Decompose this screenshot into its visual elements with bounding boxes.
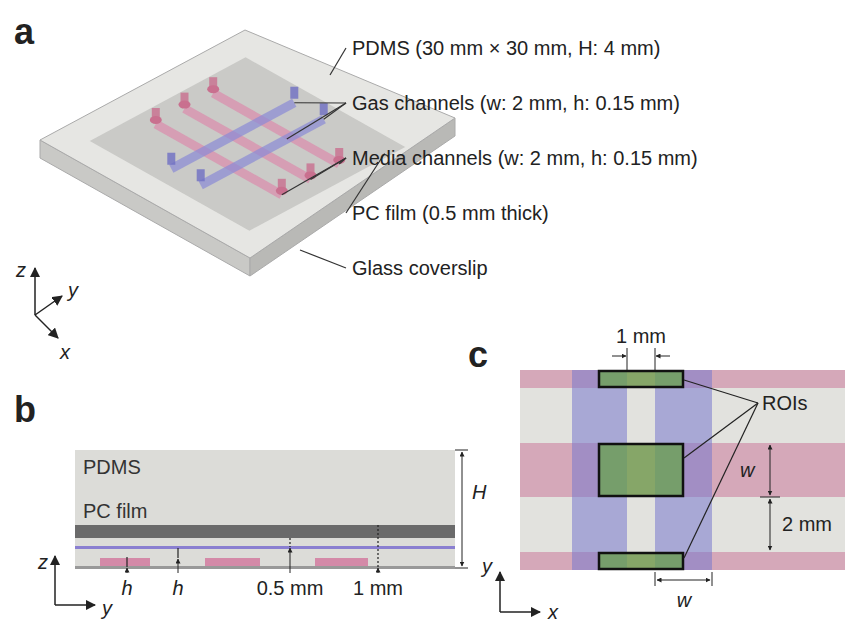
- dimension-label: 1 mm: [353, 577, 403, 600]
- roi-top-view: [500, 348, 845, 612]
- axis-label: y: [68, 279, 78, 302]
- pc-film-layer: PC film: [75, 500, 455, 524]
- part-label: Glass coverslip: [352, 257, 488, 280]
- dimension-label: 1 mm: [616, 325, 666, 348]
- layer-label: PDMS: [83, 456, 447, 479]
- part-label: PDMS (30 mm × 30 mm, H: 4 mm): [352, 37, 660, 60]
- part-label: PC film (0.5 mm thick): [352, 202, 549, 225]
- dimension-label: H: [472, 481, 486, 504]
- layer-label: PC film: [83, 500, 447, 523]
- panel-letter: a: [14, 11, 34, 52]
- dimension-label: w: [740, 459, 754, 482]
- axis-label: y: [482, 555, 492, 578]
- dimension-label: h: [121, 577, 132, 600]
- device-3d-view: [35, 30, 455, 338]
- dimension-label: 2 mm: [782, 513, 832, 536]
- part-label: Media channels (w: 2 mm, h: 0.15 mm): [352, 147, 698, 170]
- part-label: Gas channels (w: 2 mm, h: 0.15 mm): [352, 92, 680, 115]
- pdms-layer: PDMS PC film: [75, 450, 455, 520]
- cross-section: [55, 450, 468, 605]
- dimension-label: w: [677, 589, 691, 612]
- panel-letter: c: [468, 334, 488, 375]
- axis-label: z: [16, 259, 26, 282]
- panel-letter: b: [14, 389, 36, 430]
- callout-label: ROIs: [762, 392, 808, 415]
- axis-label: y: [102, 597, 112, 620]
- axis-label: x: [548, 601, 558, 624]
- axis-label: z: [38, 551, 48, 574]
- dimension-label: h: [172, 577, 183, 600]
- dimension-label: 0.5 mm: [257, 577, 324, 600]
- axis-label: x: [60, 341, 70, 364]
